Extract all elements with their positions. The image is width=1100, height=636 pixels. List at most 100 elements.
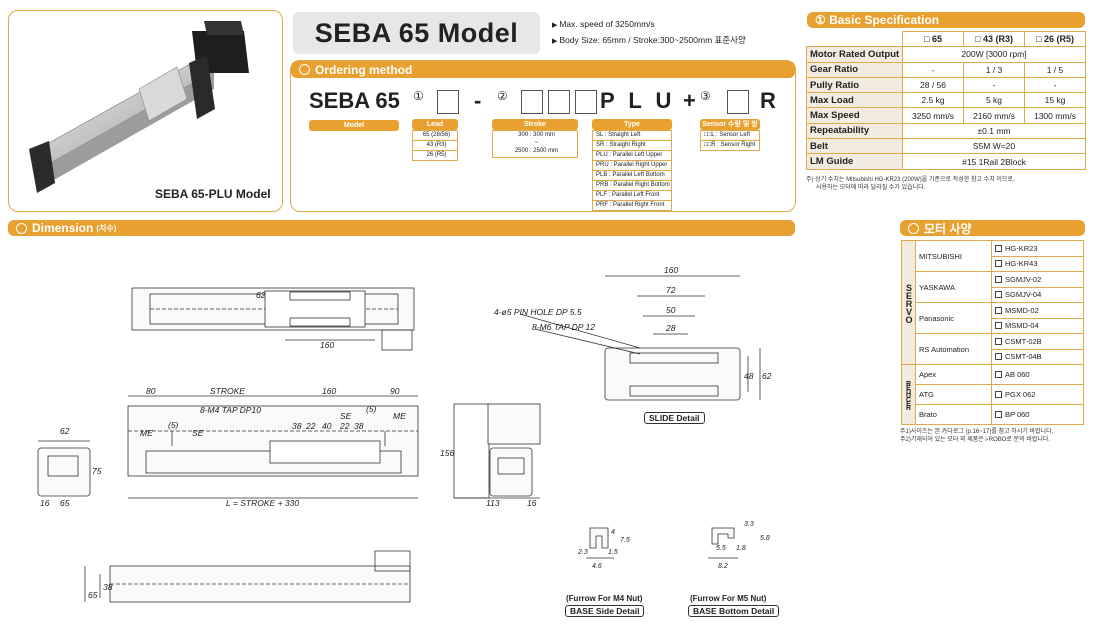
- photo-caption: SEBA 65-PLU Model: [155, 187, 271, 201]
- page-title: SEBA 65 Model: [293, 12, 540, 54]
- lead-options: 65 (28/56) 43 (R3) 26 (R5): [412, 130, 458, 161]
- order-model-code: SEBA 65: [309, 88, 400, 113]
- actuator-product-image: [29, 21, 249, 193]
- title-bullets: Max. speed of 3250mm/s Body Size: 65mm /…: [552, 17, 746, 49]
- dim-slide-72: 72: [666, 285, 676, 295]
- motor-note: 주1)사이즈는 본 카다로그 (p.16~17)를 참고 하시기 바랍니다. 주…: [900, 429, 1054, 443]
- type-option: SL : Straight Left: [593, 131, 671, 141]
- dim-side-113: 113: [486, 498, 500, 508]
- dim-se-left: SE: [192, 428, 204, 438]
- motor-option[interactable]: CSMT-04B: [991, 348, 1084, 365]
- bullet-size: Body Size: 65mm / Stroke:300~2500mm 표준사양: [552, 33, 745, 49]
- base-bottom-detail-label: BASE Bottom Detail: [688, 605, 780, 617]
- dim-5-right: (5): [366, 404, 377, 414]
- dim-end-75: 75: [92, 466, 102, 476]
- stroke-input-box-3[interactable]: [575, 90, 597, 114]
- spec-col: □ 26 (R5): [1024, 30, 1086, 48]
- dim-stroke: STROKE: [210, 386, 245, 396]
- bullet-speed: Max. speed of 3250mm/s: [552, 17, 746, 33]
- product-photo-panel: SEBA 65-PLU Model: [8, 10, 283, 212]
- type-option: PLF : Parallel Left Front: [593, 191, 671, 201]
- m4-dim: 4: [611, 529, 615, 536]
- dim-40: 40: [322, 421, 332, 431]
- motor-header: 모터 사양: [900, 220, 1085, 236]
- lead-input-box[interactable]: [437, 90, 459, 114]
- spec-table: □ 65 □ 43 (R3) □ 26 (R5) Motor Rated Out…: [806, 30, 1086, 170]
- dimension-header: Dimension(치수): [8, 220, 795, 236]
- suffix-r: R: [760, 88, 776, 113]
- group-reducer: REDUCER: [901, 364, 916, 425]
- stroke-option: 300 : 300 mm: [518, 132, 555, 138]
- dim-end-62: 62: [60, 426, 70, 436]
- dim-slide-48: 48: [744, 371, 754, 381]
- m5-dim: 5.5: [716, 545, 726, 552]
- sensor-options: □□L : Sensor Left □□R : Sensor Right: [700, 130, 760, 151]
- m5-dim: 5.8: [760, 535, 770, 542]
- dim-38b: 38: [354, 421, 364, 431]
- sensor-option: □□L : Sensor Left: [701, 131, 759, 141]
- dim-160: 160: [322, 386, 336, 396]
- base-side-detail-label: BASE Side Detail: [565, 605, 645, 617]
- dim-side-16: 16: [527, 498, 537, 508]
- dim-bottom-38: 38: [103, 582, 113, 592]
- dim-me-left: ME: [140, 428, 153, 438]
- spec-col: □ 65: [902, 30, 964, 48]
- type-options: SL : Straight Left SR : Straight Right P…: [592, 130, 672, 211]
- dim-5-left: (5): [168, 420, 179, 430]
- motor-option[interactable]: CSMT-02B: [991, 333, 1084, 350]
- dim-slide-50: 50: [666, 305, 676, 315]
- dim-slide-160: 160: [664, 265, 678, 275]
- plus-sign: +: [683, 88, 696, 113]
- motor-option[interactable]: AB 060: [991, 364, 1084, 385]
- type-option: PLU : Parallel Left Upper: [593, 151, 671, 161]
- m5-furrow-caption: (Furrow For M5 Nut): [690, 594, 767, 603]
- type-option: PLB : Parallel Left Bottom: [593, 171, 671, 181]
- lead-option: 26 (R5): [426, 152, 447, 158]
- stroke-options: 300 : 300 mm ~ 2500 : 2500 mm: [492, 130, 578, 158]
- dim-slide-62: 62: [762, 371, 772, 381]
- ordering-header: Ordering method: [291, 61, 795, 78]
- stroke-option: ~: [534, 140, 539, 146]
- m4-dim: 7.5: [620, 537, 630, 544]
- dim-slide-28: 28: [665, 323, 676, 333]
- dim-pin-hole: 4-ø5 PIN HOLE DP 5.5: [494, 307, 582, 317]
- type-option: SR : Straight Right: [593, 141, 671, 151]
- label-type: Type: [592, 119, 672, 130]
- stroke-input-box-2[interactable]: [548, 90, 570, 114]
- dim-tap: 8-M4 TAP DP10: [200, 405, 261, 415]
- type-option: PRB : Parallel Right Bottom: [593, 181, 671, 191]
- motor-option[interactable]: PGX 062: [991, 384, 1084, 405]
- m5-dim: 3.3: [744, 521, 754, 528]
- dim-end-16: 16: [40, 498, 50, 508]
- label-sensor: Sensor 수량 및 방향: [700, 119, 760, 139]
- motor-option[interactable]: HG-KR43: [991, 255, 1084, 272]
- spec-col: □ 43 (R3): [963, 30, 1025, 48]
- dim-se-right: SE: [340, 411, 352, 421]
- spec-note: 주) 상기 수치는 Mitsubishi HG-KR23 (200W)을 기준으…: [806, 177, 1015, 191]
- lead-option: 65 (28/56): [413, 131, 457, 141]
- motor-option[interactable]: SGMJV-02: [991, 271, 1084, 288]
- stroke-input-box-1[interactable]: [521, 90, 543, 114]
- dim-me-right: ME: [393, 411, 406, 421]
- spec-row: LM Guide#15 1Rail 2Block: [806, 153, 1086, 170]
- m5-dim: 1.8: [736, 545, 746, 552]
- dash-1: -: [474, 88, 482, 113]
- dim-end-65: 65: [60, 498, 70, 508]
- motor-option[interactable]: BP 060: [991, 404, 1084, 425]
- group-servo: SERVO: [901, 240, 916, 365]
- m4-furrow-caption: (Furrow For M4 Nut): [566, 594, 643, 603]
- m4-dim: 4.6: [592, 563, 602, 570]
- motor-option[interactable]: SGMJV-04: [991, 286, 1084, 303]
- motor-option[interactable]: MSMD-04: [991, 317, 1084, 334]
- sensor-input-box[interactable]: [727, 90, 749, 114]
- spec-header-row: □ 65 □ 43 (R3) □ 26 (R5): [806, 30, 1086, 48]
- dim-side-156: 156: [440, 448, 454, 458]
- motor-option[interactable]: MSMD-02: [991, 302, 1084, 319]
- dimension-drawing: 62 160 80 STROKE 160 90 8-M4 TAP DP10 ME…: [37, 265, 772, 603]
- motor-option[interactable]: HG-KR23: [991, 240, 1084, 257]
- motor-table: SERVO MITSUBISHI HG-KR23 HG-KR43 YASKAWA…: [901, 240, 1084, 425]
